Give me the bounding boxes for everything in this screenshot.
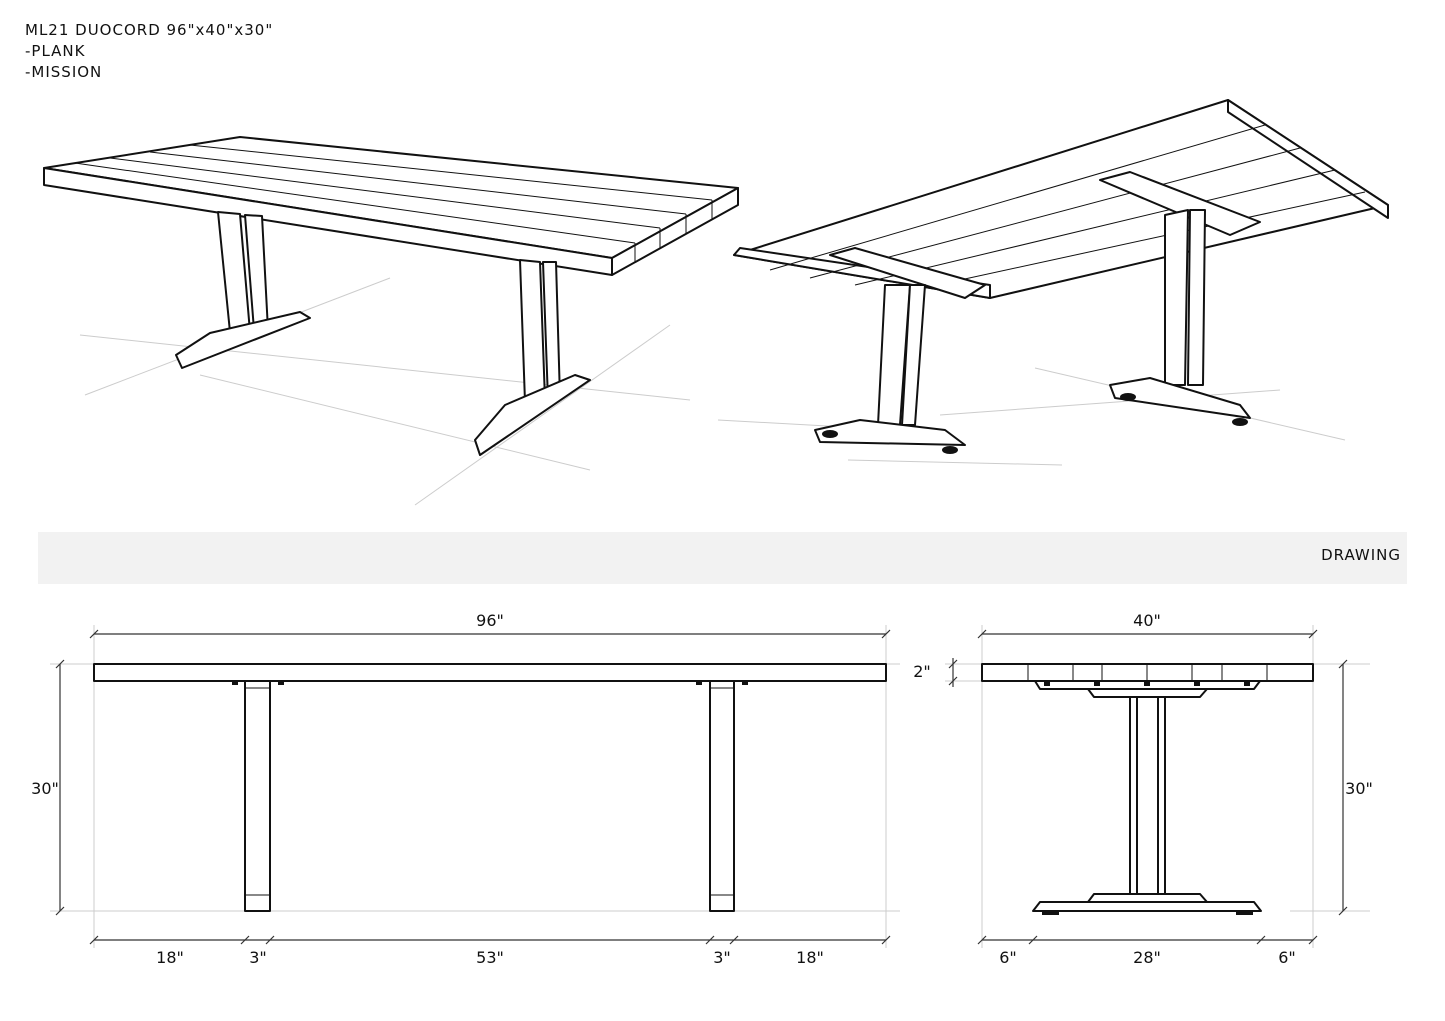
dim-segment: 53" [476, 948, 504, 967]
option-plank: -PLANK [25, 42, 86, 60]
option-mission: -MISSION [25, 63, 103, 81]
drawing-title-block: ML21 DUOCORD 96"x40"x30" -PLANK -MISSION [25, 20, 273, 83]
perspective-underside-view [717, 99, 1389, 466]
dim-height: 30" [1345, 779, 1373, 798]
dim-segment: 28" [1133, 948, 1161, 967]
dim-segment: 18" [156, 948, 184, 967]
dim-segment: 18" [796, 948, 824, 967]
end-elevation: 40" 2" 30" 6" 28" 6" [913, 611, 1373, 967]
dim-top-thickness: 2" [913, 662, 931, 681]
dim-height: 30" [31, 779, 59, 798]
dim-overall-length: 96" [476, 611, 504, 630]
section-band: DRAWING [38, 532, 1407, 584]
dim-segment: 6" [1278, 948, 1296, 967]
section-label: DRAWING [1321, 546, 1401, 564]
dim-segment: 3" [249, 948, 267, 967]
product-title: ML21 DUOCORD 96"x40"x30" [25, 21, 274, 39]
dim-overall-width: 40" [1133, 611, 1161, 630]
side-elevation: 96" 30" 18" 3" 53" 3" 18" [31, 611, 900, 967]
dim-segment: 3" [713, 948, 731, 967]
dim-segment: 6" [999, 948, 1017, 967]
perspective-top-view [43, 136, 739, 506]
